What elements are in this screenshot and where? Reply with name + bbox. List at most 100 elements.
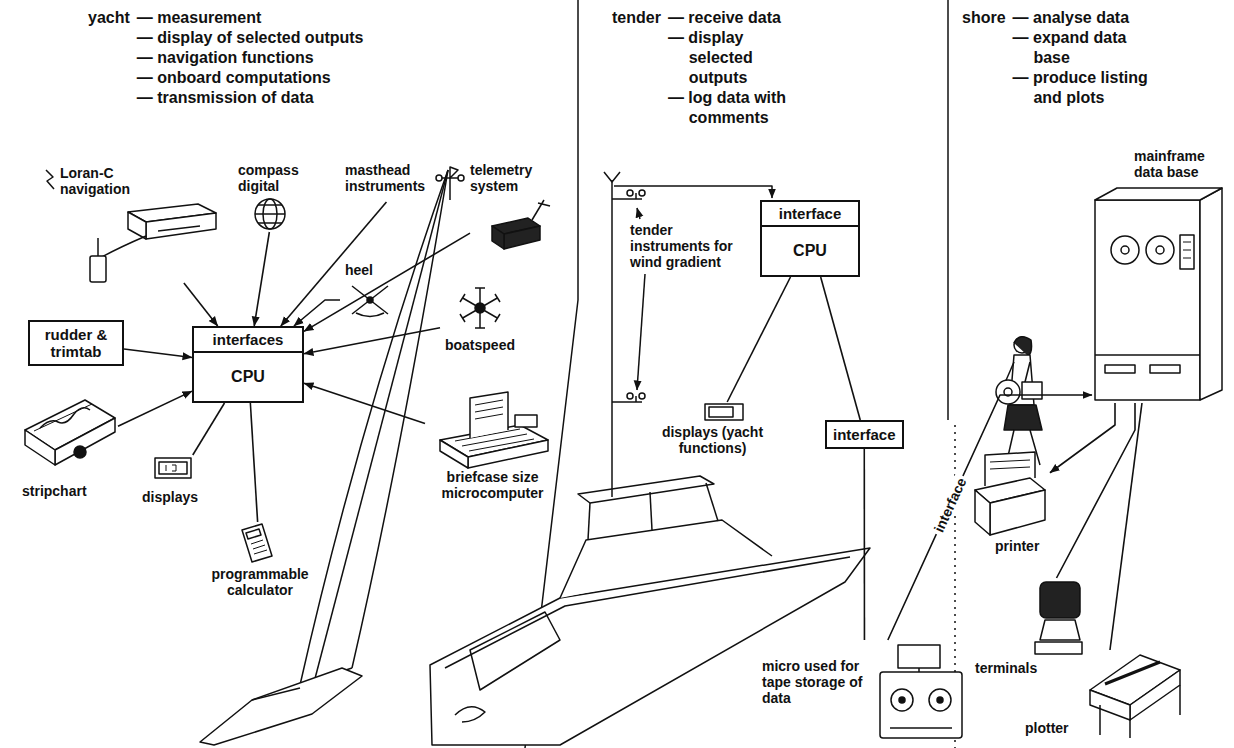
section-divider	[947, 0, 949, 420]
masthead-anemometer	[449, 178, 451, 200]
device-label: displays	[140, 455, 212, 510]
display-unit	[155, 458, 191, 478]
function-list: — receive data— display selected outputs…	[668, 8, 793, 128]
compass-globe	[255, 199, 285, 229]
device-label: printer	[965, 450, 1050, 558]
calculator-keys	[251, 540, 267, 554]
tender-anemometer	[612, 198, 642, 200]
function-item: — display of selected outputs	[137, 28, 467, 48]
microcomputer-screen	[515, 415, 537, 427]
loran-antenna	[90, 256, 106, 282]
node-label: micro used for tape storage of data	[762, 658, 876, 706]
node-label: programmable calculator	[210, 566, 310, 598]
connector	[294, 300, 340, 326]
yacht-sail	[352, 170, 448, 668]
tender-antenna	[604, 172, 620, 182]
device-label: programmable calculator	[210, 522, 310, 600]
tender-anemometer	[639, 190, 645, 196]
function-item: — navigation functions	[137, 48, 467, 68]
section-heading: yacht— measurement— display of selected …	[88, 8, 467, 108]
heel-sensor	[356, 313, 384, 317]
display-unit	[705, 404, 743, 420]
node-label: rudder & trimtab	[36, 326, 116, 360]
telemetry-antenna	[538, 203, 550, 206]
tender-cockpit	[470, 612, 560, 690]
node-label: briefcase size microcomputer	[425, 469, 560, 501]
microcomputer-paper	[475, 400, 503, 419]
function-item: — log data with comments	[668, 88, 793, 128]
section-title: shore	[962, 8, 1006, 108]
stripchart-paper	[34, 404, 92, 431]
cpu-box: interfaceCPU	[760, 200, 860, 277]
tender-anemometer	[627, 393, 633, 399]
node-label: interface	[833, 426, 896, 443]
connector	[124, 349, 192, 358]
function-item: — analyse data	[1013, 8, 1163, 28]
function-item: — onboard computations	[137, 68, 467, 88]
device-label: micro used for tape storage of data	[762, 640, 967, 742]
boatspeed-wheel	[460, 314, 465, 322]
boatspeed-wheel	[475, 287, 485, 289]
interface-band: interfaces	[194, 328, 302, 353]
boatspeed-wheel	[463, 298, 498, 318]
node-label: compass digital	[238, 162, 312, 194]
heel-sensor	[367, 297, 373, 303]
function-item: — receive data	[668, 8, 793, 28]
tender-hardtop	[588, 503, 590, 540]
micro-monitor	[898, 645, 940, 668]
instrument-note: tender instruments for wind gradient	[630, 222, 755, 270]
compass-globe	[258, 222, 282, 224]
device-label: briefcase size microcomputer	[425, 385, 560, 507]
tender-anemometer	[635, 396, 637, 402]
loran-antenna	[97, 238, 99, 256]
plotter-legs	[1100, 685, 1180, 738]
terminal-keyboard	[1035, 642, 1082, 654]
function-list: — measurement— display of selected outpu…	[137, 8, 467, 108]
connector	[727, 277, 790, 402]
tender-hardtop	[650, 492, 652, 530]
function-item: — measurement	[137, 8, 467, 28]
microcomputer-paper	[470, 392, 508, 438]
function-list: — analyse data— expand data base— produc…	[1013, 8, 1163, 108]
tape-reel	[1121, 246, 1129, 254]
tape-box	[1022, 382, 1042, 399]
node-label: mainframe data base	[1134, 148, 1225, 180]
tender-hardtop	[578, 476, 714, 503]
device-label: heel	[340, 262, 395, 318]
display-screen	[709, 407, 733, 417]
device-label: terminals	[975, 578, 1085, 678]
node-label: displays	[142, 489, 210, 505]
telemetry-box	[492, 226, 504, 249]
microcomputer	[440, 440, 468, 468]
tape-reel	[996, 380, 1020, 404]
note-holder: tender instruments for wind gradient	[630, 222, 755, 270]
tape-reel	[1146, 236, 1174, 264]
connector	[184, 283, 218, 326]
telemetry-link	[614, 186, 772, 198]
input-box: rudder & trimtab	[28, 320, 124, 366]
node-label: terminals	[975, 660, 1050, 676]
loran-display-slot	[158, 226, 200, 231]
yacht-deck	[252, 688, 300, 700]
terminal-screen	[1040, 582, 1080, 618]
tape-reel	[1111, 236, 1139, 264]
compass-globe	[255, 213, 285, 215]
node-label: heel	[345, 262, 390, 278]
connector	[304, 328, 440, 354]
connector	[1050, 403, 1115, 473]
node-label: displays (yacht functions)	[650, 424, 775, 456]
cpu-label: CPU	[762, 227, 858, 275]
device-label: Loran-C navigation	[55, 165, 220, 283]
section-heading: shore— analyse data— expand data base— p…	[962, 8, 1163, 108]
node-label: boatspeed	[440, 337, 520, 353]
device-label: displays (yacht functions)	[650, 402, 775, 460]
micro-body	[880, 672, 962, 738]
mainframe-slot	[1150, 365, 1180, 373]
leader-arrow	[637, 274, 645, 390]
device-label: stripchart	[18, 395, 118, 505]
cpu-box: interfacesCPU	[192, 326, 304, 403]
display-digits	[166, 465, 176, 471]
masthead-vane	[450, 167, 458, 178]
node-label: masthead instruments	[345, 162, 433, 194]
person-hair	[1014, 337, 1032, 356]
